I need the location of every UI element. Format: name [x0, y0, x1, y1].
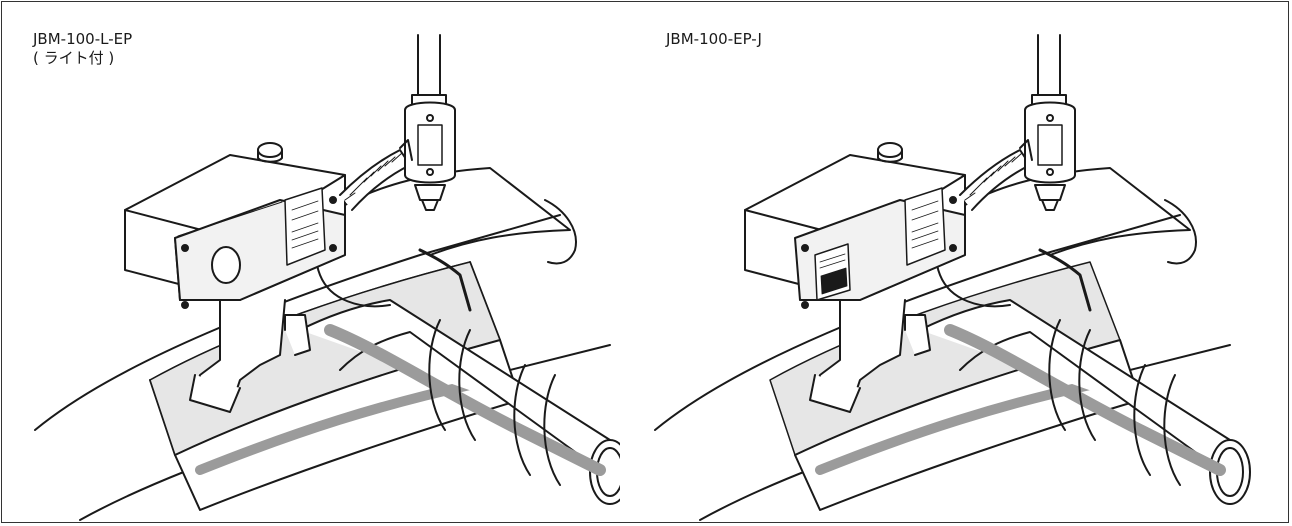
figure-left-caption: JBM-100-L-EP ( ライト付 ) — [33, 30, 132, 68]
figure-left: JBM-100-L-EP ( ライト付 ) — [0, 0, 620, 526]
model-name-left: JBM-100-L-EP — [33, 30, 133, 48]
pipe-edge-top — [34, 214, 561, 431]
junction-box-illustration-right — [654, 34, 1251, 521]
model-name-right: JBM-100-EP-J — [666, 30, 762, 48]
model-note-left: ( ライト付 ) — [33, 49, 115, 67]
indicator-light — [211, 246, 241, 284]
figure-right-caption: JBM-100-EP-J — [666, 30, 762, 49]
figure-right: JBM-100-EP-J — [620, 0, 1288, 526]
junction-box-illustration-left — [34, 34, 620, 521]
